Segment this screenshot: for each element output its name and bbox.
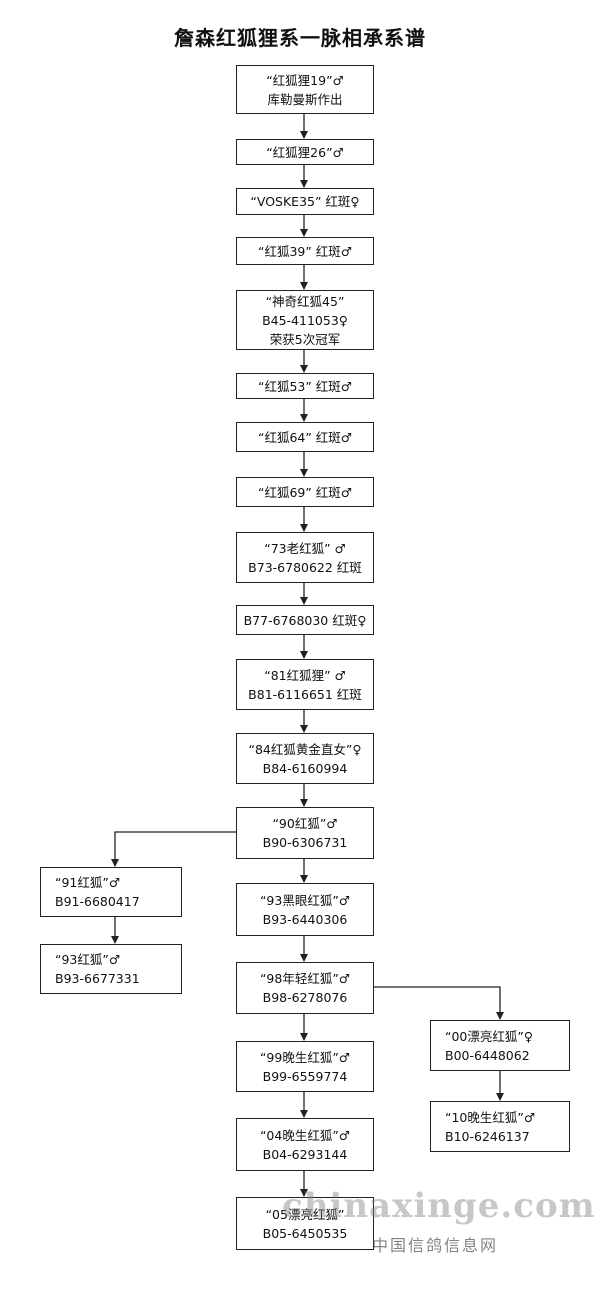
node-young-red-fox-98: “98年轻红狐”♂ B98-6278076 bbox=[236, 962, 374, 1014]
branch-right bbox=[373, 986, 504, 1020]
node-b77: B77-6768030 红斑♀ bbox=[236, 605, 374, 635]
diagram-title: 詹森红狐狸系一脉相承系谱 bbox=[174, 26, 426, 50]
node-red-fox-69: “红狐69” 红斑♂ bbox=[236, 477, 374, 507]
node-red-fox-73: “73老红狐” ♂ B73-6780622 红斑 bbox=[236, 532, 374, 583]
node-late-red-fox-04: “04晚生红狐”♂ B04-6293144 bbox=[236, 1118, 374, 1171]
node-red-fox-19: “红狐狸19”♂ 库勒曼斯作出 bbox=[236, 65, 374, 114]
node-pretty-red-fox-00: “00漂亮红狐”♀ B00-6448062 bbox=[430, 1020, 570, 1071]
node-red-fox-81: “81红狐狸” ♂ B81-6116651 红斑 bbox=[236, 659, 374, 710]
node-red-fox-93: “93红狐”♂ B93-6677331 bbox=[40, 944, 182, 994]
watermark-site: chinaxinge.com bbox=[282, 1186, 596, 1226]
node-red-fox-39: “红狐39” 红斑♂ bbox=[236, 237, 374, 265]
node-pretty-red-fox-05: “05漂亮红狐” B05-6450535 bbox=[236, 1197, 374, 1250]
node-red-fox-26: “红狐狸26”♂ bbox=[236, 139, 374, 165]
watermark-label: 中国信鸽信息网 bbox=[372, 1236, 499, 1255]
node-black-eye-red-fox-93: “93黑眼红狐”♂ B93-6440306 bbox=[236, 883, 374, 936]
node-red-fox-45: “神奇红狐45” B45-411053♀ 荣获5次冠军 bbox=[236, 290, 374, 350]
node-red-fox-64: “红狐64” 红斑♂ bbox=[236, 422, 374, 452]
node-voske-35: “VOSKE35” 红斑♀ bbox=[236, 188, 374, 215]
branch-left bbox=[111, 831, 236, 867]
node-late-red-fox-99: “99晚生红狐”♂ B99-6559774 bbox=[236, 1041, 374, 1092]
node-red-fox-84: “84红狐黄金直女”♀ B84-6160994 bbox=[236, 733, 374, 784]
node-red-fox-53: “红狐53” 红斑♂ bbox=[236, 373, 374, 399]
node-red-fox-91: “91红狐”♂ B91-6680417 bbox=[40, 867, 182, 917]
node-red-fox-90: “90红狐”♂ B90-6306731 bbox=[236, 807, 374, 859]
node-late-red-fox-10: “10晚生红狐”♂ B10-6246137 bbox=[430, 1101, 570, 1152]
